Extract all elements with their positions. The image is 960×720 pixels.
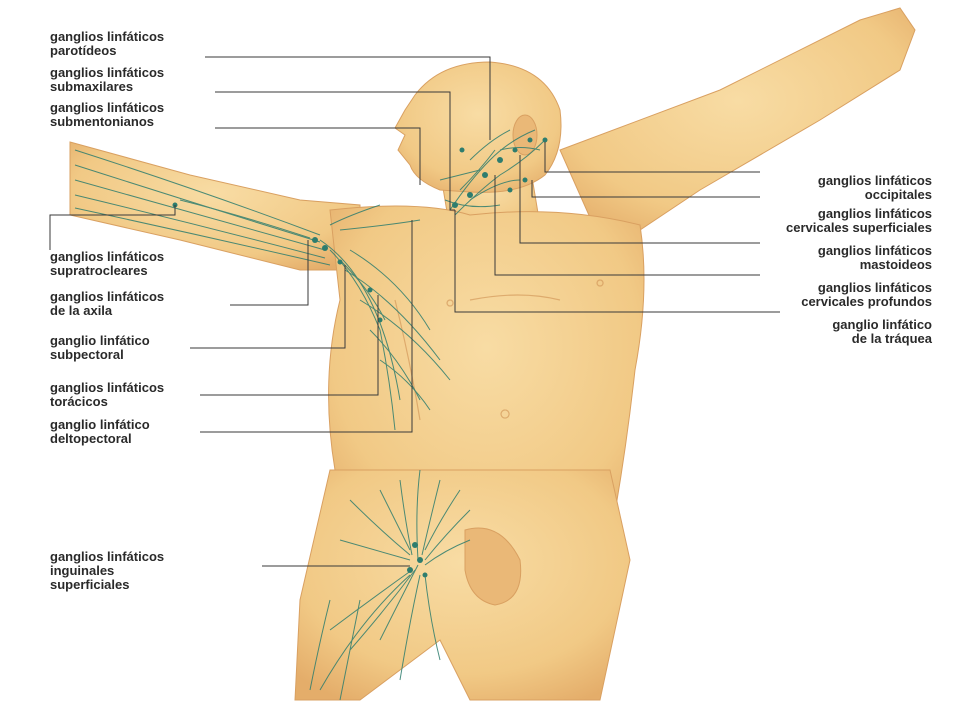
- leader-deltopectoral: [200, 220, 413, 433]
- genital-area: [464, 527, 522, 606]
- pelvis-legs: [294, 469, 631, 701]
- body-contours: [394, 279, 604, 421]
- head: [394, 61, 562, 193]
- leader-subpectoral: [190, 265, 346, 349]
- leader-cervicales-superficiales: [531, 180, 760, 198]
- leader-occipitales: [544, 142, 760, 173]
- leader-submentonianos: [215, 127, 421, 185]
- leader-supratrocleares: [49, 205, 176, 250]
- leader-submaxilares: [215, 91, 455, 211]
- leader-lines: [49, 56, 780, 567]
- leader-axila: [230, 240, 309, 306]
- leader-traquea: [454, 210, 780, 313]
- body-silhouette: [69, 7, 916, 701]
- leader-parotideos: [205, 56, 491, 140]
- leader-cervicales-profundos: [494, 175, 760, 276]
- leader-toracicos: [200, 295, 379, 396]
- lymph-nodes: [172, 137, 548, 578]
- leader-mastoideos: [519, 155, 760, 244]
- lymph-vessels: [74, 129, 546, 701]
